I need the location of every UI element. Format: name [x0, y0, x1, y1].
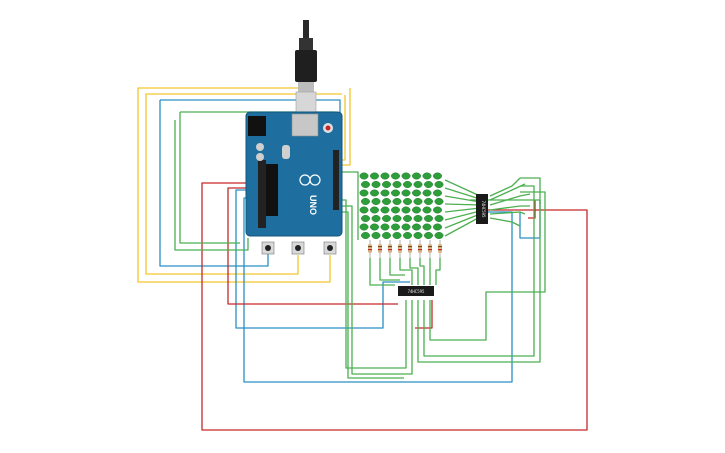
led-icon: [424, 198, 433, 205]
led-icon: [413, 215, 423, 222]
resistor-icon: [418, 240, 422, 258]
led-icon: [433, 206, 442, 214]
led-icon: [434, 198, 444, 205]
led-icon: [434, 215, 444, 222]
led-icon: [371, 181, 381, 188]
led-icon: [433, 172, 442, 180]
led-icon: [433, 223, 442, 231]
resistor-icon: [388, 240, 392, 258]
led-icon: [370, 172, 379, 180]
led-icon: [359, 172, 369, 180]
chip-label: 74HC595: [481, 201, 486, 218]
led-icon: [422, 206, 432, 214]
led-icon: [424, 215, 433, 222]
chip-label: 74HC595: [408, 289, 425, 294]
led-icon: [359, 223, 369, 231]
led-icon: [434, 181, 444, 188]
led-icon: [391, 206, 400, 214]
led-icon: [359, 206, 369, 214]
resistor-icon: [408, 240, 412, 258]
led-icon: [401, 172, 411, 180]
led-icon: [401, 223, 411, 231]
shift-register-icon: 74HC595: [476, 194, 488, 224]
led-icon: [412, 172, 421, 180]
led-icon: [380, 223, 390, 231]
led-icon: [401, 206, 411, 214]
led-icon: [422, 172, 432, 180]
red-wires: [201, 182, 588, 431]
push-button-icon[interactable]: [261, 241, 275, 255]
led-icon: [370, 206, 379, 214]
led-icon: [391, 172, 400, 180]
led-icon: [413, 181, 423, 188]
led-icon: [391, 223, 400, 231]
resistor-icon: [398, 240, 402, 258]
led-icon: [392, 198, 402, 205]
led-icon: [392, 232, 402, 239]
led-icon: [424, 232, 433, 239]
resistor-icon: [438, 240, 442, 258]
led-icon: [403, 232, 412, 239]
led-matrix-icon: [359, 172, 444, 239]
led-icon: [412, 189, 421, 197]
usb-cable-icon: [295, 20, 317, 113]
led-icon: [391, 189, 400, 197]
resistor-icon: [378, 240, 382, 258]
push-button-icon[interactable]: [291, 241, 305, 255]
led-icon: [382, 181, 391, 188]
led-icon: [422, 223, 432, 231]
led-icon: [412, 206, 421, 214]
led-icon: [380, 172, 390, 180]
led-icon: [413, 232, 423, 239]
led-icon: [392, 215, 402, 222]
arduino-board-icon: UNO: [245, 111, 343, 237]
led-icon: [371, 232, 381, 239]
led-icon: [361, 232, 370, 239]
led-icon: [403, 198, 412, 205]
led-icon: [361, 198, 370, 205]
led-icon: [424, 181, 433, 188]
led-icon: [403, 181, 412, 188]
led-icon: [434, 232, 444, 239]
led-icon: [370, 189, 379, 197]
led-icon: [361, 215, 370, 222]
board-label: UNO: [308, 195, 318, 215]
led-icon: [382, 215, 391, 222]
push-button-icon[interactable]: [323, 241, 337, 255]
led-icon: [371, 215, 381, 222]
green-wires: [174, 111, 546, 379]
led-icon: [403, 215, 412, 222]
led-icon: [382, 232, 391, 239]
led-icon: [412, 223, 421, 231]
led-icon: [359, 189, 369, 197]
resistor-icon: [428, 240, 432, 258]
push-buttons: [261, 241, 337, 255]
led-icon: [382, 198, 391, 205]
shift-register-icon: 74HC595: [398, 286, 434, 296]
led-icon: [401, 189, 411, 197]
led-icon: [371, 198, 381, 205]
resistor-icon: [368, 240, 372, 258]
led-icon: [422, 189, 432, 197]
led-icon: [361, 181, 370, 188]
yellow-wires: [137, 87, 351, 283]
led-icon: [370, 223, 379, 231]
led-icon: [413, 198, 423, 205]
led-icon: [433, 189, 442, 197]
led-icon: [392, 181, 402, 188]
led-icon: [380, 206, 390, 214]
led-icon: [380, 189, 390, 197]
resistor-row: [368, 240, 442, 258]
